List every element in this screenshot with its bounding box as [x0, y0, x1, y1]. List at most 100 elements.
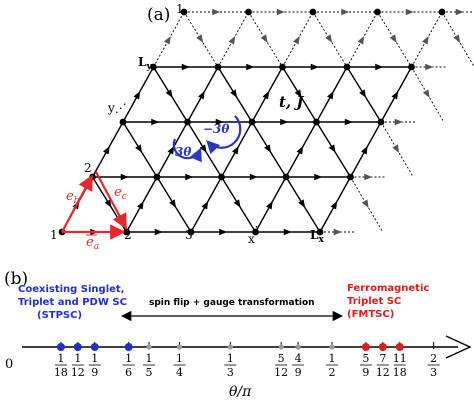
phase-marker-blue: [73, 343, 82, 351]
vector-ec: [95, 171, 127, 230]
theta-tick: 59: [359, 342, 372, 379]
tick-denominator: 18: [393, 366, 407, 379]
bond-arrow: [137, 201, 144, 210]
bond-arrow: [341, 8, 350, 16]
bond-arrow: [232, 146, 239, 155]
left-phase-line3: (STPSC): [37, 310, 82, 321]
flux-down-loop: −3θ: [203, 115, 242, 155]
tick-denominator: 2: [329, 366, 336, 379]
bond-arrow: [165, 89, 173, 98]
bond-arrow: [219, 228, 228, 236]
tick-denominator: 4: [176, 366, 183, 379]
tick-numerator: 1: [227, 352, 234, 365]
bond-arrow: [262, 91, 270, 100]
bond-arrow: [215, 118, 224, 126]
bond-arrow: [392, 144, 400, 153]
bond-arrow: [280, 118, 289, 126]
lattice-site: [343, 63, 351, 71]
lattice-site: [150, 63, 157, 71]
tick-denominator: 3: [227, 366, 234, 379]
tick-denominator: 5: [146, 366, 153, 379]
bond-arrow: [422, 36, 429, 45]
bond-arrow: [405, 8, 414, 16]
bond-boundary: [441, 11, 474, 68]
phase-marker-gray: [146, 344, 152, 350]
bond-arrow: [455, 8, 464, 16]
bond-arrow: [389, 34, 397, 43]
lattice-site: [316, 228, 324, 236]
basis-vectors: eb ec ea: [61, 171, 127, 252]
bond-arrow: [264, 144, 272, 153]
bond-arrow: [185, 173, 194, 181]
lattice-site: [214, 63, 222, 71]
bond-arrow: [296, 146, 304, 155]
lattice-site: [119, 118, 127, 126]
left-phase-line2: Triplet and PDW SC: [18, 297, 127, 308]
bond-arrow: [364, 173, 373, 181]
theta-tick: 512: [274, 342, 288, 379]
bond-boundary: [350, 176, 384, 233]
bond-arrow: [103, 146, 110, 155]
bond-arrow: [249, 173, 258, 181]
bond-arrow: [361, 199, 369, 208]
phase-marker-blue: [56, 343, 65, 351]
tick-numerator: 2: [430, 352, 437, 365]
tick-numerator: 1: [176, 352, 183, 365]
bond-arrow: [325, 34, 333, 43]
label-bottom-1: 1: [50, 228, 58, 242]
lattice-site: [374, 8, 381, 16]
bond-arrow: [169, 199, 177, 208]
theta-tick: 14: [173, 342, 186, 379]
label-left-2: 2: [84, 161, 92, 175]
tick-numerator: 5: [362, 352, 369, 365]
tick-numerator: 7: [379, 352, 386, 365]
lattice-site: [309, 8, 317, 16]
label-ea: ea: [86, 235, 99, 252]
bond-diagonal-b: [411, 11, 443, 68]
lattice-site: [248, 118, 256, 126]
tick-numerator: 1: [91, 352, 98, 365]
lattice-site: [313, 118, 320, 126]
theta-tick: 712: [376, 342, 390, 379]
bond-arrow: [391, 91, 399, 100]
origin-label: 0: [5, 357, 13, 372]
phase-marker-red: [395, 343, 404, 351]
tick-numerator: 1: [329, 352, 336, 365]
tick-denominator: 12: [274, 366, 288, 379]
tick-denominator: 18: [54, 366, 68, 379]
bond-arrow: [104, 199, 112, 208]
bond-arrow: [425, 63, 434, 71]
bond-arrow: [181, 63, 190, 71]
bond-arrow: [167, 146, 175, 155]
lattice-bonds: [61, 8, 474, 236]
right-phase-line3: (FMTSC): [347, 309, 394, 320]
theta-tick: 15: [143, 342, 155, 379]
phase-marker-gray: [329, 344, 335, 350]
bond-arrow: [453, 34, 461, 43]
label-x: x: [248, 232, 255, 246]
label-y: y⋰: [107, 101, 127, 115]
bond-arrow: [199, 144, 207, 153]
bond-boundary: [411, 66, 445, 123]
axis-arrowhead: [445, 335, 472, 359]
label-x-dots: ⋮: [251, 224, 262, 237]
bond-arrow: [212, 8, 221, 16]
bond-arrow: [333, 228, 342, 236]
bond-arrow: [135, 144, 143, 153]
phase-marker-gray: [227, 344, 233, 350]
theta-tick: 49: [292, 342, 305, 379]
tick-numerator: 1: [57, 352, 64, 365]
bond-arrow: [293, 36, 300, 45]
bond-arrow: [422, 89, 430, 98]
bond-arrow: [361, 146, 368, 155]
tick-numerator: 5: [278, 352, 285, 365]
bond-arrow: [298, 199, 306, 208]
lattice-site: [282, 173, 290, 181]
tick-numerator: 1: [74, 352, 81, 365]
theta-tick: 118: [54, 342, 68, 379]
theta-tick: 12: [326, 342, 338, 379]
tick-denominator: 3: [430, 366, 437, 379]
